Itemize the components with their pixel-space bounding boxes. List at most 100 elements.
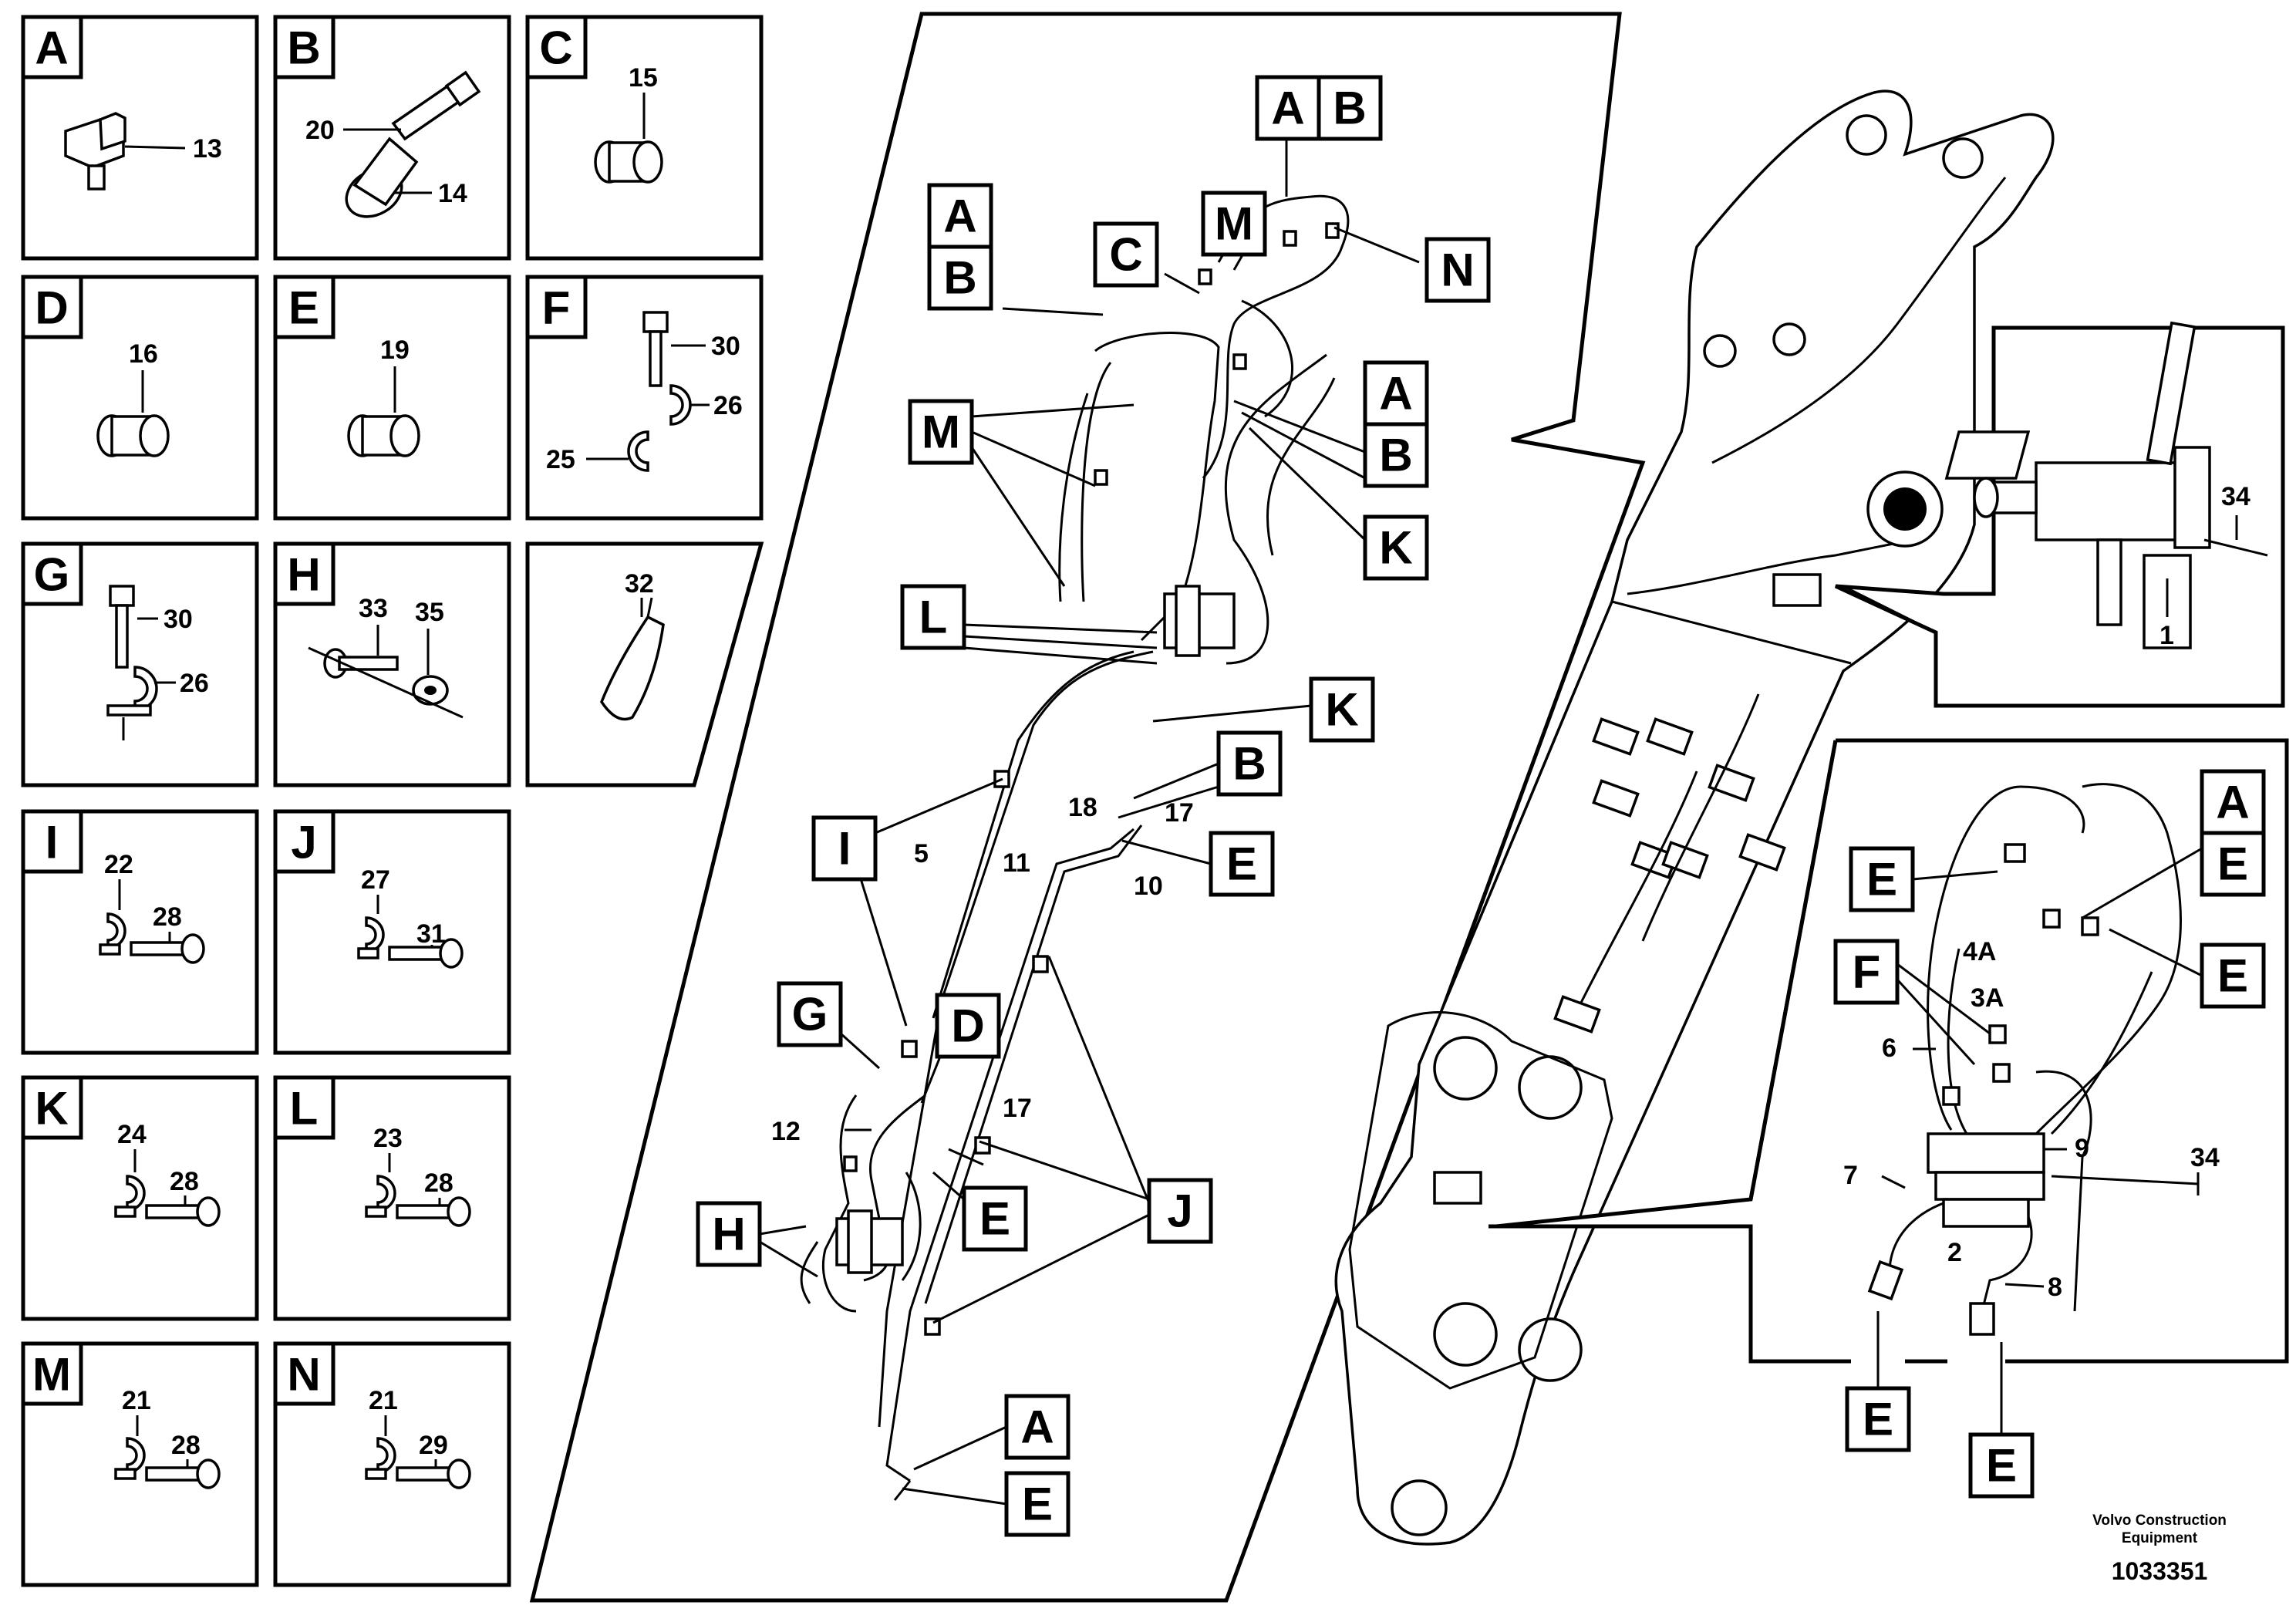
part-number: 7 [1843,1161,1858,1190]
tag-label: B [1333,83,1366,134]
panel-D: D 16 [21,275,259,521]
part-number: 28 [171,1431,201,1460]
tag-label: E [1863,1394,1893,1445]
part-number: 20 [305,116,335,145]
part-number: 13 [193,134,222,164]
panel-J: J 27 31 [273,809,511,1055]
part-number: 35 [415,598,444,627]
panel-M: M 21 28 [21,1341,259,1587]
tag-label: E [2217,838,2248,890]
panel-L-letter: L [290,1083,319,1135]
tag-label: E [979,1193,1010,1245]
part-number: 2 [1947,1238,1962,1267]
part-number: 17 [1165,798,1194,828]
part-number: 28 [424,1168,453,1198]
tag-label: N [1441,244,1474,296]
part-number: 32 [625,569,654,599]
tag-label: E [1986,1440,2017,1492]
part-number: 11 [1003,848,1030,878]
panel-I: I 22 28 [21,809,259,1055]
part-number: 28 [153,902,182,932]
tag-label: C [1109,229,1142,281]
part-number: 10 [1134,872,1163,901]
part-number: 25 [546,445,575,474]
part-number: 19 [380,336,410,365]
tag-label: A [943,191,976,242]
part-number: 23 [373,1124,403,1153]
tag-label: M [922,406,960,458]
drawing-number: 1033351 [2112,1557,2208,1585]
tag-label: E [1022,1479,1053,1530]
tag-label: K [1325,684,1358,736]
part-number: 18 [1068,793,1097,822]
tag-label: L [919,592,948,643]
excavator-boom [1334,89,2055,1546]
part-number: 21 [122,1386,151,1415]
main-hose-view: A B C M N A B M A B K L K B E I G D H [529,12,1646,1603]
part-number: 30 [164,605,193,634]
tag-label: M [1215,198,1253,250]
part-number: 21 [369,1386,398,1415]
tag-label: B [1379,430,1412,481]
tag-label: K [1379,522,1412,574]
part-number: 22 [104,850,133,879]
part-number: 14 [438,179,467,208]
part-number: 34 [2221,482,2250,511]
panel-G: G 30 26 [21,541,259,787]
part-number: 5 [914,839,929,868]
valve-detail-box: 34 1 [1834,321,2285,708]
tag-label: B [1232,738,1266,790]
panel-A: A 13 [21,15,259,261]
panel-G-letter: G [34,549,70,601]
part-number: 26 [180,669,209,698]
panel-F: F 30 26 25 [525,275,764,521]
panel-N-letter: N [287,1349,320,1401]
part-number: 12 [771,1117,801,1146]
tag-label: G [792,989,828,1040]
part-number: 15 [629,63,658,93]
panel-H: H 33 35 [273,541,511,787]
part-number: 4A [1963,937,1996,966]
part-number: 31 [416,919,446,949]
tag-label: A [1379,368,1412,420]
part-number: 16 [129,339,158,369]
part-number: 30 [711,332,740,361]
tag-label: I [838,823,851,875]
part-number: 26 [713,391,743,420]
panel-N: N 21 29 [273,1341,511,1587]
part-number: 28 [170,1167,199,1196]
part-number: 6 [1882,1034,1896,1063]
tag-label: A [2216,777,2249,828]
part-number: 8 [2048,1273,2062,1302]
part-number: 34 [2190,1143,2220,1172]
tag-label: B [943,252,976,304]
tag-label: E [1226,838,1257,890]
panel-E-letter: E [288,282,319,334]
panel-H-letter: H [287,549,320,601]
part-number: 1 [2159,621,2174,650]
part-number: 29 [419,1431,448,1460]
panel-E: E 19 [273,275,511,521]
panel-I-letter: I [46,817,59,868]
panel-D-letter: D [35,282,68,334]
company-name-line1: Volvo Construction [2092,1512,2227,1529]
part-number: 27 [361,865,390,895]
tag-label: D [951,1000,984,1052]
footer: Volvo Construction Equipment 1033351 [2092,1512,2227,1585]
tag-label: A [1271,83,1304,134]
tag-label: E [2217,950,2248,1002]
part-number: 3A [1971,983,2004,1013]
panel-C-letter: C [539,22,572,74]
panel-K: K 24 28 [21,1075,259,1321]
part-number: 24 [117,1120,147,1149]
tag-label: E [1866,854,1897,905]
part-number: 17 [1003,1094,1032,1123]
panel-J-letter: J [291,817,316,868]
panel-A-letter: A [35,22,68,74]
part-number: 33 [359,594,388,623]
company-name-line2: Equipment [2122,1530,2198,1546]
panel-B: B 20 14 [273,15,511,261]
detail-panels: A 13 B 20 14 C 15 [21,15,764,1587]
tag-label: A [1020,1401,1054,1453]
